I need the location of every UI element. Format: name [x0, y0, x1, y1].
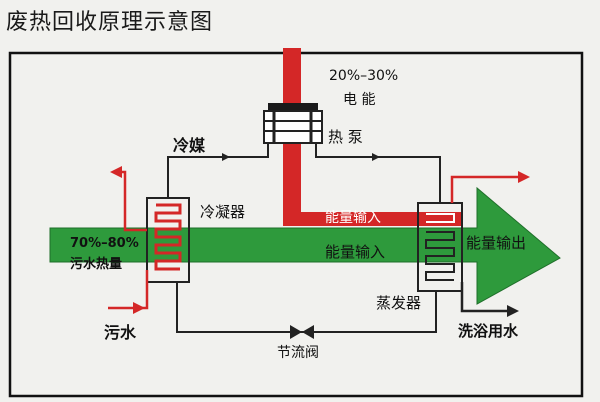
waste-heat-label: 污水热量	[70, 256, 122, 272]
evaporator-red-coil	[426, 213, 455, 223]
refrigerant-flow-arrow	[222, 153, 230, 161]
heat-pump-label: 热 泵	[328, 128, 363, 146]
refrigerant-flow-arrow	[372, 153, 380, 161]
power-label: 电 能	[343, 92, 375, 108]
diagram-title: 废热回收原理示意图	[6, 10, 214, 35]
bath-water-out-pipe	[450, 175, 520, 203]
condenser-coil-icon	[154, 203, 182, 271]
green-energy-arrow	[49, 186, 561, 305]
throttle-valve-icon	[290, 325, 314, 339]
condenser-box	[146, 197, 190, 283]
energy-input-red-label: 能量输入	[325, 210, 381, 226]
cold-water-in-arrow-icon	[507, 305, 519, 317]
waste-percent-label: 70%–80%	[70, 236, 139, 251]
sewage-label: 污水	[104, 323, 137, 342]
energy-output-label: 能量输出	[466, 234, 526, 252]
evaporator-coil-icon	[425, 231, 455, 281]
sewage-in-arrow-icon	[133, 302, 145, 314]
evaporator-label: 蒸发器	[376, 294, 421, 312]
bath-water-label: 洗浴用水	[458, 322, 519, 340]
bath-water-out-arrow-icon	[518, 171, 530, 183]
power-percent-label: 20%–30%	[329, 68, 398, 84]
sewage-out-arrow-icon	[110, 166, 122, 178]
sewage-in-pipe	[108, 270, 149, 310]
throttle-valve-label: 节流阀	[277, 345, 319, 361]
energy-input-green-label: 能量输入	[325, 243, 385, 261]
cold-water-in-pipe	[460, 282, 508, 313]
condenser-label: 冷凝器	[200, 203, 245, 221]
evaporator-box	[417, 202, 463, 292]
compressor-icon	[263, 103, 323, 144]
sewage-out-pipe	[120, 170, 147, 232]
refrigerant-label: 冷媒	[173, 136, 206, 155]
red-energy-path	[283, 48, 418, 226]
